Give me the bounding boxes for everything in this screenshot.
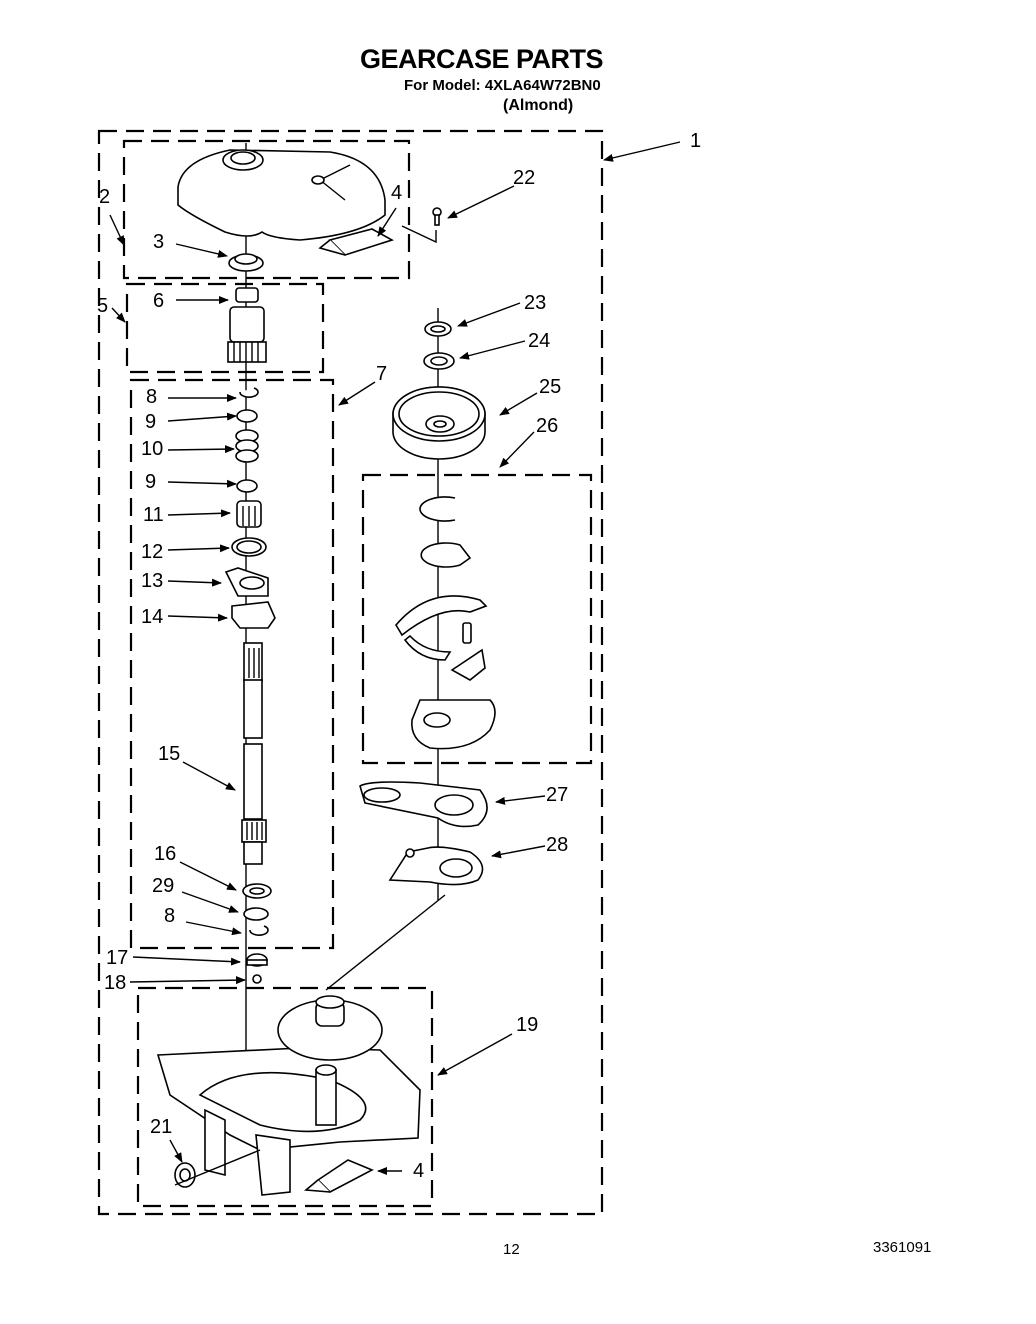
- washer-lower-icon: [423, 352, 455, 370]
- grease-tube-icon-lower: [303, 1159, 374, 1193]
- spline-gear-icon: [236, 500, 262, 528]
- shift-assembly-icon: [395, 496, 496, 750]
- leader-arrows: [109, 141, 681, 1175]
- model-number: For Model: 4XLA64W72BN0: [404, 77, 601, 94]
- washer-icon: [236, 409, 258, 423]
- callout-c17: 17: [106, 947, 129, 969]
- gearcase-housing-icon: [156, 995, 421, 1196]
- pinion-gear-icon: [227, 287, 267, 363]
- group-box-5-pinion: [125, 282, 325, 374]
- ball-icon: [252, 974, 262, 984]
- callout-c2: 2: [99, 186, 111, 208]
- callout-c24: 24: [528, 330, 551, 352]
- callout-c14: 14: [141, 606, 164, 628]
- group-box-2-cover: [122, 139, 411, 280]
- bearing-cap-icon: [246, 953, 268, 967]
- callout-c23: 23: [524, 292, 547, 314]
- model-color: (Almond): [503, 97, 574, 114]
- callout-c19: 19: [516, 1014, 539, 1036]
- washer-icon-2: [236, 479, 258, 493]
- callout-c12: 12: [141, 541, 164, 563]
- callout-c9a: 9: [145, 411, 157, 433]
- callout-c8a: 8: [146, 386, 158, 408]
- thrust-washer-icon: [242, 883, 272, 899]
- callout-c9b: 9: [145, 471, 157, 493]
- retaining-ring-icon: [239, 387, 259, 398]
- callout-c5: 5: [97, 295, 109, 317]
- connector-line: [325, 894, 446, 991]
- callout-c15: 15: [158, 743, 181, 765]
- spring-icon: [235, 429, 259, 463]
- page-number: 12: [503, 1241, 520, 1258]
- shift-lever-icon: [224, 567, 269, 597]
- retaining-ring-icon-2: [249, 925, 269, 936]
- callout-c16: 16: [154, 843, 177, 865]
- callout-c25: 25: [539, 376, 562, 398]
- callout-c22: 22: [513, 167, 536, 189]
- plug-icon: [174, 1149, 261, 1188]
- callout-c4a: 4: [391, 182, 403, 204]
- drive-gear-icon: [392, 386, 486, 460]
- group-box-19-housing: [136, 986, 434, 1208]
- clutch-icon: [231, 601, 276, 629]
- callout-c6: 6: [153, 290, 165, 312]
- group-box-1-gearcase-assembly: [97, 129, 604, 1216]
- callout-c13: 13: [141, 570, 164, 592]
- page-title: GEARCASE PARTS: [360, 44, 604, 74]
- document-number: 3361091: [873, 1239, 932, 1256]
- group-box-7-shaft: [129, 378, 335, 950]
- callout-c27: 27: [546, 784, 569, 806]
- seal-icon: [228, 253, 264, 272]
- washer-shaft-icon: [243, 907, 269, 921]
- group-box-26-shift: [361, 473, 593, 765]
- gearcase-cover-icon: [177, 149, 386, 241]
- shift-fork-icon: [359, 781, 488, 828]
- callout-c10: 10: [141, 438, 164, 460]
- grease-tube-icon-upper: [318, 228, 395, 256]
- screw-icon: [401, 207, 442, 244]
- callout-c29: 29: [152, 875, 175, 897]
- ring-icon: [231, 537, 267, 557]
- agitator-shaft-icon: [241, 642, 267, 865]
- callout-c7: 7: [376, 363, 388, 385]
- callout-c4b: 4: [413, 1160, 425, 1182]
- callout-c26: 26: [536, 415, 559, 437]
- callout-c28: 28: [546, 834, 569, 856]
- callout-c3: 3: [153, 231, 165, 253]
- shift-lever-spring-icon: [388, 846, 484, 886]
- callout-c21: 21: [150, 1116, 173, 1138]
- callout-c18: 18: [104, 972, 127, 994]
- callout-c8b: 8: [164, 905, 176, 927]
- washer-upper-icon: [424, 321, 452, 337]
- callout-c11: 11: [143, 504, 164, 526]
- callout-c1: 1: [690, 130, 702, 152]
